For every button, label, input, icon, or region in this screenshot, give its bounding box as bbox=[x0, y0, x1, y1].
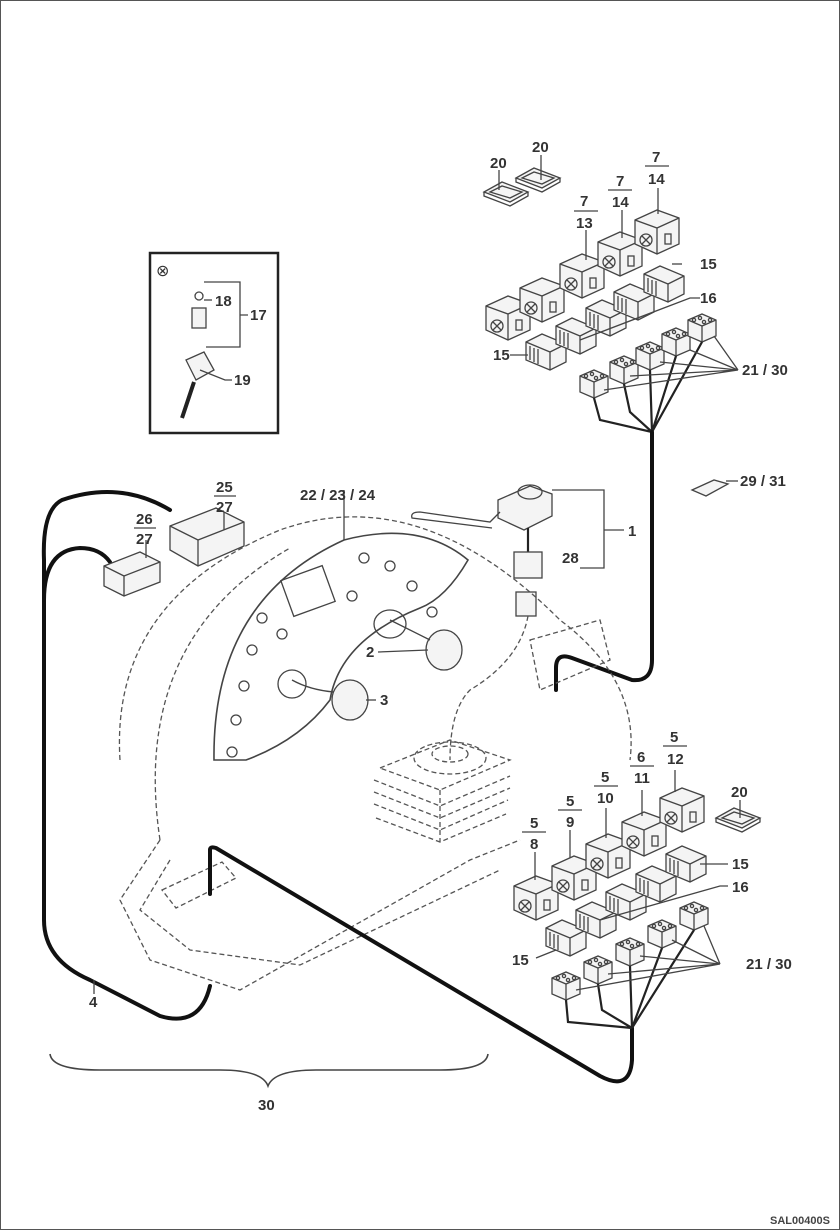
harness-4: 25 27 26 27 4 bbox=[41, 479, 634, 1084]
connector-plug-part bbox=[615, 937, 645, 967]
label-16: 16 bbox=[732, 879, 749, 896]
rocker-switch-part bbox=[659, 787, 705, 833]
label-5-num: 5 bbox=[601, 769, 609, 786]
label-8-den: 8 bbox=[530, 836, 538, 853]
connector-plug-part bbox=[661, 327, 691, 357]
label-7-num: 7 bbox=[616, 173, 624, 190]
label-29-31: 29 / 31 bbox=[740, 473, 786, 490]
joystick-outline bbox=[373, 739, 512, 843]
label-4: 4 bbox=[89, 994, 98, 1011]
label-3: 3 bbox=[380, 692, 388, 709]
reference-code: SAL00400S bbox=[770, 1215, 830, 1227]
connector-plug-part bbox=[583, 955, 613, 985]
label-20: 20 bbox=[731, 784, 748, 801]
detail-box: ⊗ 18 17 19 bbox=[148, 251, 280, 435]
label-27-den: 27 bbox=[136, 531, 153, 548]
label-2: 2 bbox=[366, 644, 374, 661]
label-26-num: 26 bbox=[136, 511, 153, 528]
label-12-den: 12 bbox=[667, 751, 684, 768]
connector-plug-part bbox=[647, 919, 677, 949]
connector-plug-part bbox=[687, 313, 717, 343]
label-20: 20 bbox=[532, 139, 549, 156]
label-28: 28 bbox=[562, 550, 579, 567]
label-15: 15 bbox=[732, 856, 749, 873]
dashboard-outline: 22 / 23 / 24 2 3 bbox=[118, 487, 632, 991]
label-30: 30 bbox=[258, 1097, 275, 1114]
bottom-switch-group: 5 8 5 9 5 10 6 11 5 12 20 15 16 15 21 / … bbox=[512, 729, 792, 1030]
label-20: 20 bbox=[490, 155, 507, 172]
label-7-num: 7 bbox=[652, 149, 660, 166]
label-19: 19 bbox=[234, 372, 251, 389]
label-7-num: 7 bbox=[580, 193, 588, 210]
label-15: 15 bbox=[493, 347, 510, 364]
label-9-den: 9 bbox=[566, 814, 574, 831]
rocker-switch-part bbox=[634, 209, 680, 255]
label-18: 18 bbox=[215, 293, 232, 310]
label-11-den: 11 bbox=[634, 770, 650, 787]
switch-frame-part bbox=[483, 181, 529, 207]
connector-plug-part bbox=[635, 341, 665, 371]
stalk-switch-part: 1 28 bbox=[411, 484, 636, 761]
label-17: 17 bbox=[250, 307, 267, 324]
gauge-part bbox=[373, 609, 463, 671]
detail-marker-icon: ⊗ bbox=[156, 261, 169, 280]
label-16: 16 bbox=[700, 290, 717, 307]
label-6-num: 6 bbox=[637, 749, 645, 766]
label-21-30: 21 / 30 bbox=[746, 956, 792, 973]
label-21-30: 21 / 30 bbox=[742, 362, 788, 379]
label-22-23-24: 22 / 23 / 24 bbox=[300, 487, 376, 504]
top-labels: 20 20 7 13 7 14 7 14 15 16 15 21 / 30 bbox=[490, 139, 788, 379]
label-13-den: 13 bbox=[576, 215, 593, 232]
top-switch-group bbox=[483, 155, 739, 692]
brace-30: 30 bbox=[49, 1053, 489, 1114]
label-25-num: 25 bbox=[216, 479, 233, 496]
label-5-num: 5 bbox=[566, 793, 574, 810]
connector-plug-part bbox=[609, 355, 639, 385]
label-27-den: 27 bbox=[216, 499, 233, 516]
connector-plug-part bbox=[679, 901, 709, 931]
label-10-den: 10 bbox=[597, 790, 614, 807]
rocker-switch-part bbox=[519, 277, 565, 323]
switch-frame-part bbox=[715, 807, 761, 833]
label-5-num: 5 bbox=[670, 729, 678, 746]
label-5-num: 5 bbox=[530, 815, 538, 832]
label-15: 15 bbox=[512, 952, 529, 969]
indicator-lamps bbox=[226, 552, 446, 758]
label-1: 1 bbox=[628, 523, 636, 540]
terminal-part: 29 / 31 bbox=[690, 473, 786, 497]
connector-plug-part bbox=[579, 369, 609, 399]
switch-frame-part bbox=[515, 167, 561, 193]
label-14-den: 14 bbox=[648, 171, 665, 188]
label-15: 15 bbox=[700, 256, 717, 273]
connector-plug-part bbox=[551, 971, 581, 1001]
gauge-part bbox=[277, 669, 376, 721]
label-14-den: 14 bbox=[612, 194, 629, 211]
